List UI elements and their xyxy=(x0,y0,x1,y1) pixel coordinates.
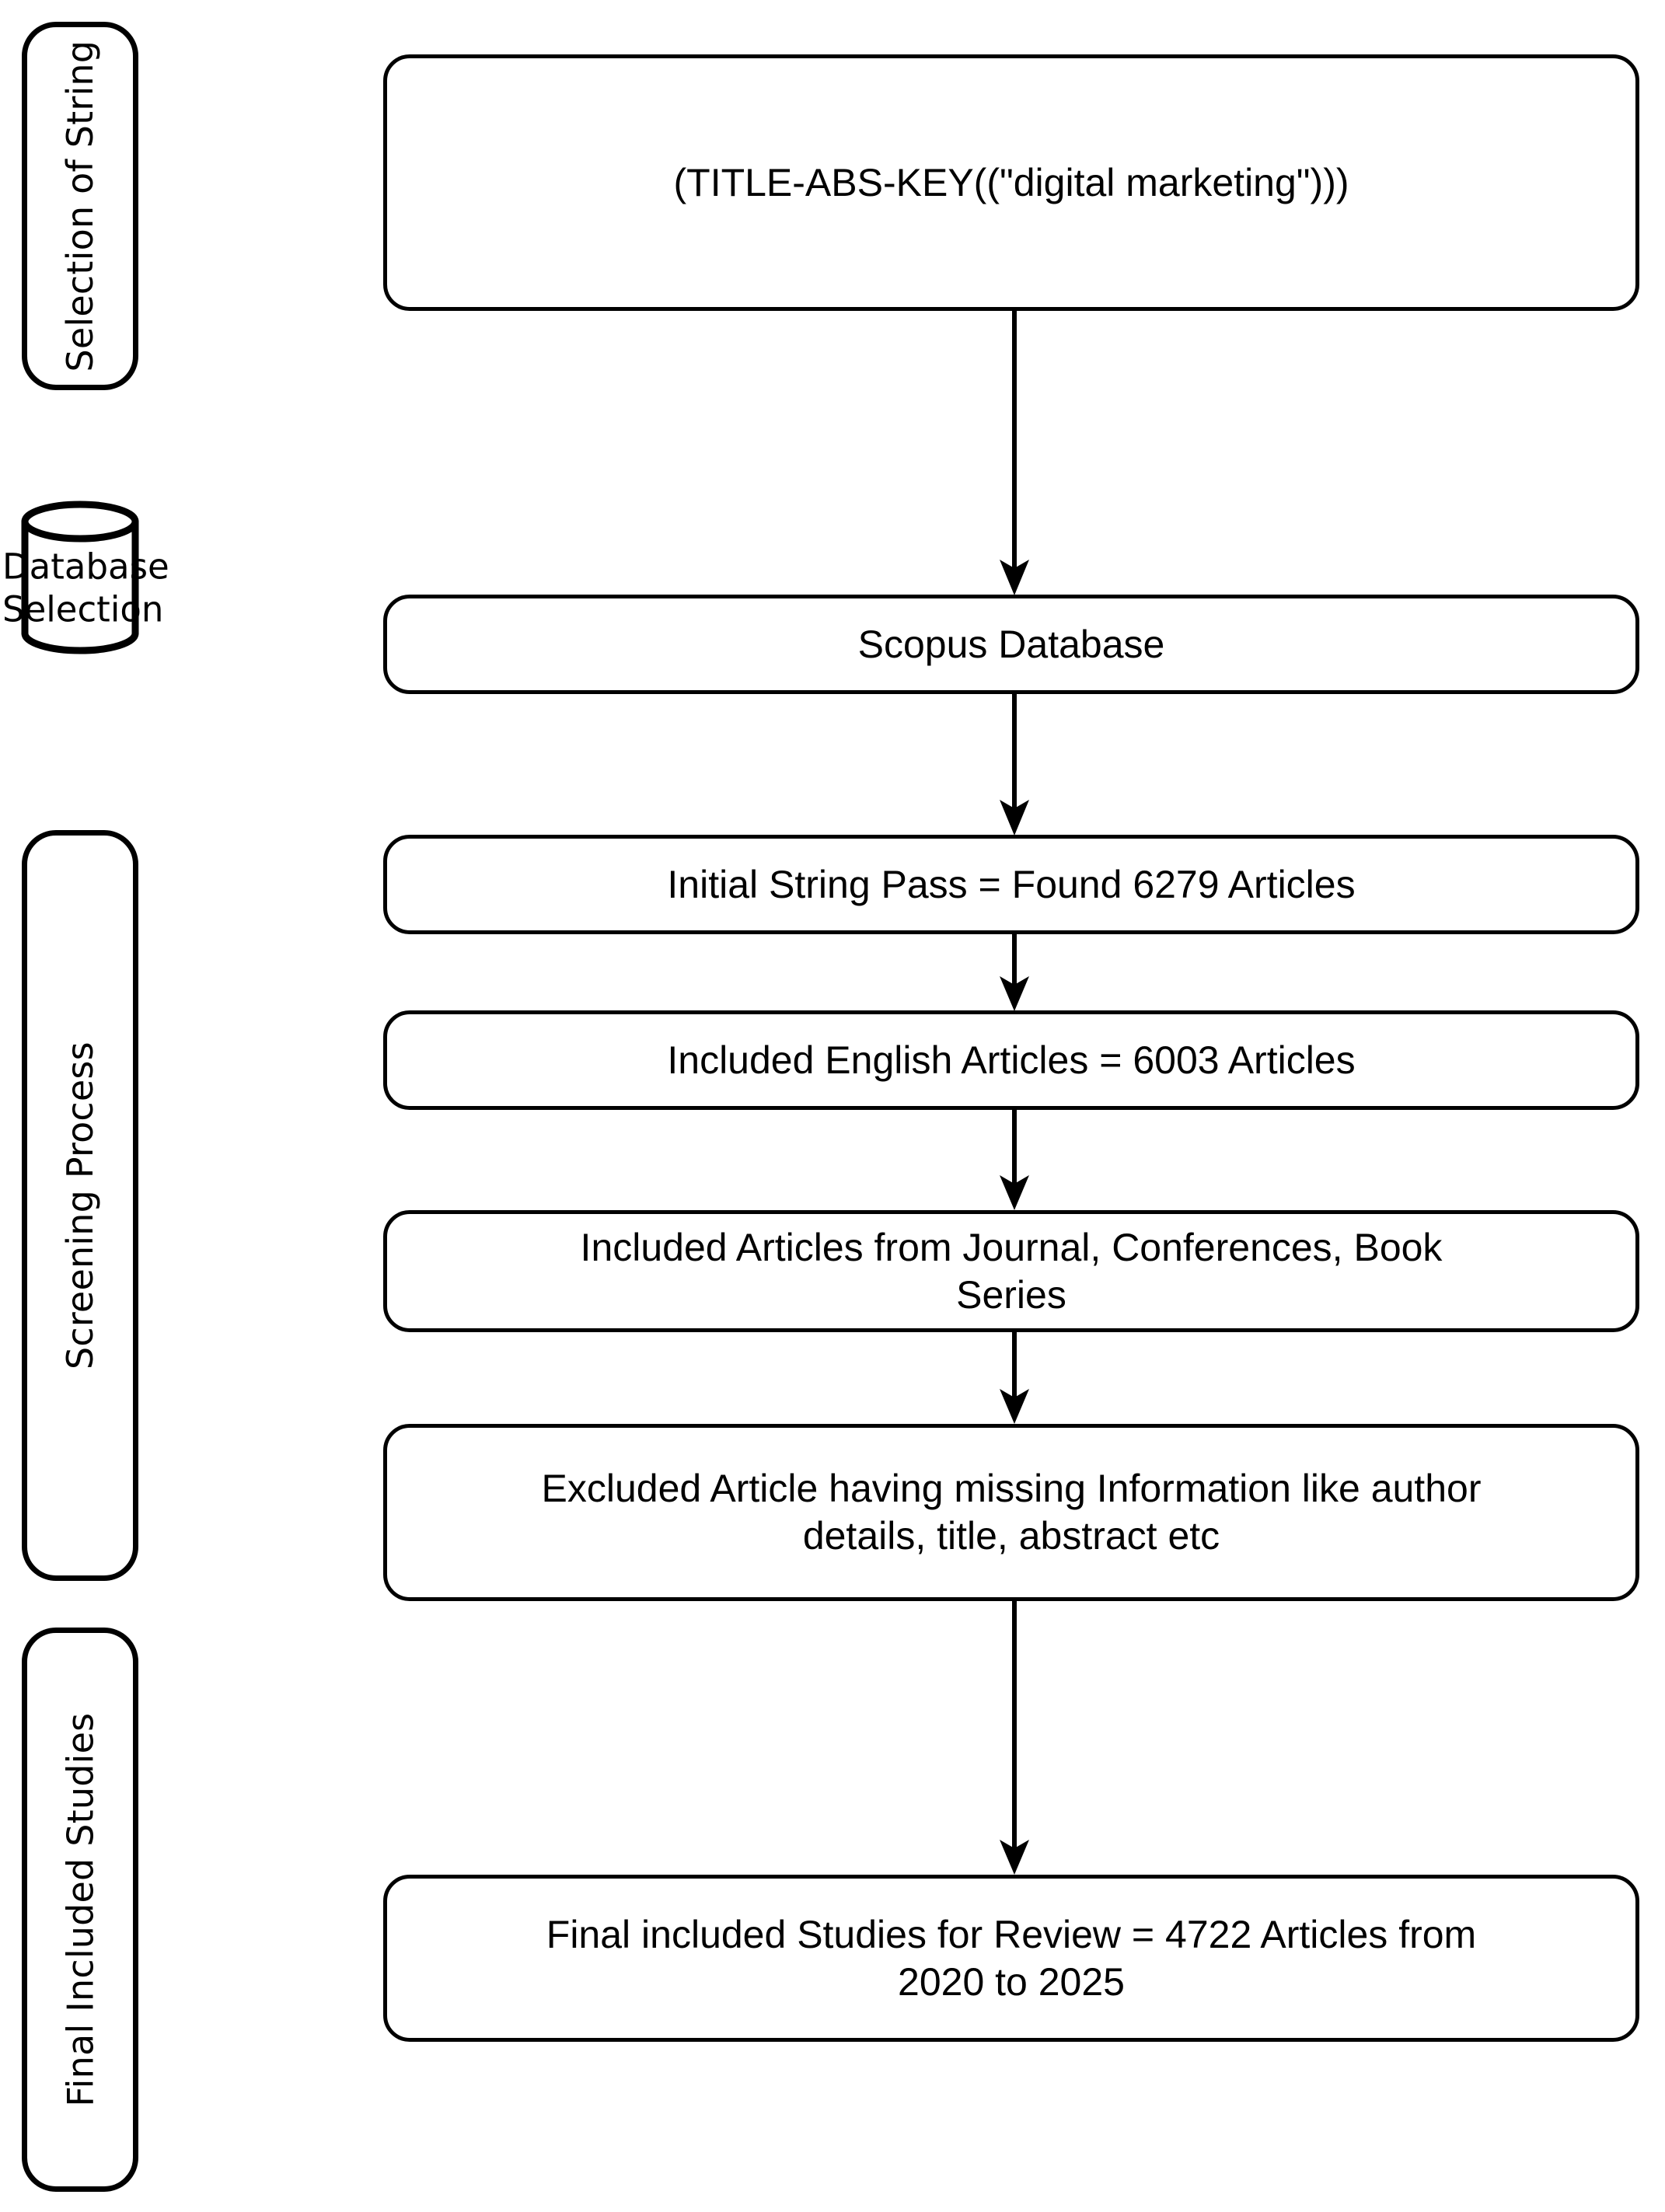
arrow-down-icon xyxy=(1000,309,1029,595)
node-excluded-missing-info-text: Excluded Article having missing Informat… xyxy=(542,1465,1482,1560)
node-excluded-missing-info-line-1: Excluded Article having missing Informat… xyxy=(541,1467,1482,1510)
node-search-string: (TITLE-ABS-KEY(("digital marketing"))) xyxy=(383,54,1639,311)
node-included-source-types-text: Included Articles from Journal, Conferen… xyxy=(581,1224,1443,1319)
phase-selection-of-string: Selection of String xyxy=(22,22,138,390)
phase-selection-of-string-label: Selection of String xyxy=(58,40,101,372)
node-initial-string-pass-text: Initial String Pass = Found 6279 Article… xyxy=(667,862,1356,906)
node-included-english-articles-text: Included English Articles = 6003 Article… xyxy=(667,1038,1356,1082)
node-included-source-types-line-2: Series xyxy=(956,1272,1066,1317)
node-scopus-database-text: Scopus Database xyxy=(857,622,1165,666)
node-final-included-text: Final included Studies for Review = 4722… xyxy=(546,1911,1476,2006)
node-final-included-line-2: 2020 to 2025 xyxy=(898,1959,1125,2004)
database-cylinder-icon xyxy=(21,501,139,654)
node-included-english-articles: Included English Articles = 6003 Article… xyxy=(383,1010,1639,1110)
node-initial-string-pass: Initial String Pass = Found 6279 Article… xyxy=(383,835,1639,934)
node-final-included-line-1: Final included Studies for Review = 4722… xyxy=(546,1912,1477,1956)
node-final-included: Final included Studies for Review = 4722… xyxy=(383,1875,1639,2042)
phase-screening-process-label: Screening Process xyxy=(58,1041,101,1369)
arrow-down-icon xyxy=(1000,1331,1029,1424)
node-included-source-types: Included Articles from Journal, Conferen… xyxy=(383,1210,1639,1332)
node-excluded-missing-info-line-2: details, title, abstract etc xyxy=(802,1514,1220,1558)
arrow-down-icon xyxy=(1000,933,1029,1011)
edge-included-english-articles-to-included-source-types xyxy=(987,1108,1042,1212)
node-scopus-database: Scopus Database xyxy=(383,595,1639,694)
edge-initial-string-pass-to-included-english-articles xyxy=(987,933,1042,1013)
phase-final-included-studies: Final Included Studies xyxy=(22,1628,138,2192)
edge-excluded-missing-info-to-final-included xyxy=(987,1600,1042,1876)
node-included-source-types-line-1: Included Articles from Journal, Conferen… xyxy=(580,1225,1443,1269)
phase-screening-process: Screening Process xyxy=(22,830,138,1581)
arrow-down-icon xyxy=(1000,1600,1029,1875)
edge-included-source-types-to-excluded-missing-info xyxy=(987,1331,1042,1425)
edge-scopus-database-to-initial-string-pass xyxy=(987,693,1042,837)
node-search-string-text: (TITLE-ABS-KEY(("digital marketing"))) xyxy=(673,160,1349,204)
edge-search-string-to-scopus-database xyxy=(987,309,1042,597)
phase-database-selection: Database Selection xyxy=(2,500,169,655)
node-excluded-missing-info: Excluded Article having missing Informat… xyxy=(383,1424,1639,1601)
phase-final-included-studies-label: Final Included Studies xyxy=(58,1712,101,2107)
arrow-down-icon xyxy=(1000,1108,1029,1210)
arrow-down-icon xyxy=(1000,693,1029,836)
